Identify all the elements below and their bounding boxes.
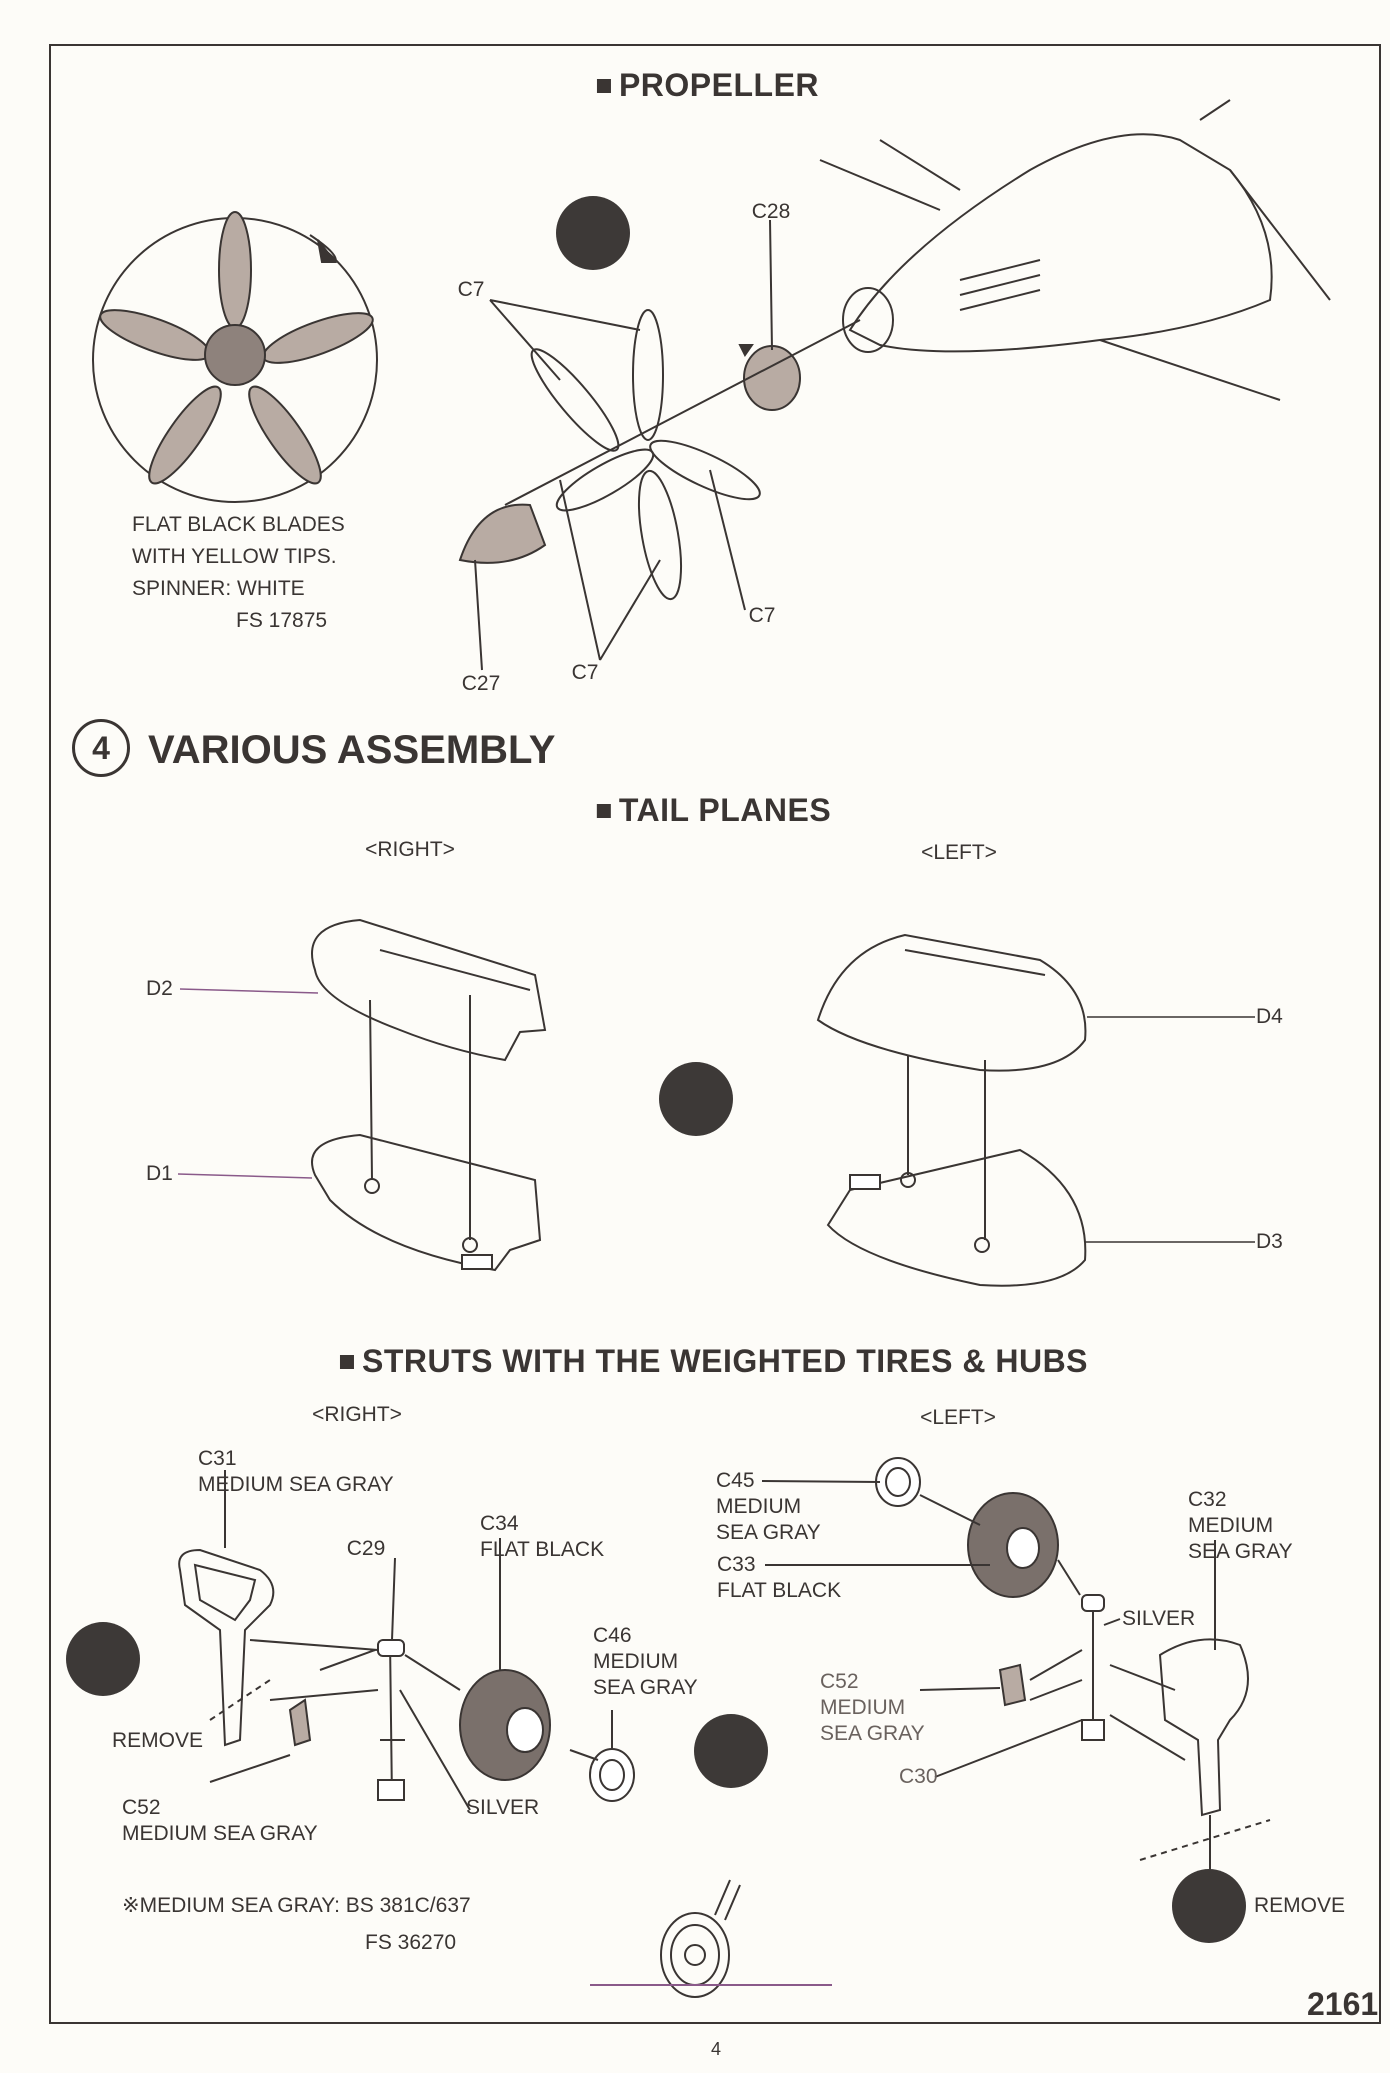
side-label-right: <RIGHT>	[365, 838, 455, 861]
part-label-c28: C28	[751, 200, 791, 223]
part-label-d2: D2	[146, 977, 173, 1000]
kit-number: 2161	[1307, 1986, 1379, 2022]
tail-plane-left-drawing	[816, 933, 1255, 1287]
part-label-c30: C30	[899, 1765, 938, 1788]
part-label-d1: D1	[146, 1162, 173, 1185]
remove-label: REMOVE	[1254, 1894, 1346, 1917]
strut-right-drawing	[178, 1470, 635, 1811]
part-label-c29: C29	[346, 1537, 386, 1560]
wheel-illustration	[590, 1879, 832, 1998]
side-label-left: <LEFT>	[920, 1406, 996, 1429]
strut-left-drawing	[761, 1457, 1271, 1870]
silver-label: SILVER	[466, 1796, 540, 1819]
color-note-line: WITH YELLOW TIPS.	[132, 545, 337, 568]
silver-label: SILVER	[1122, 1607, 1196, 1630]
aircraft-nose-drawing	[819, 99, 1331, 401]
section-title-propeller: PROPELLER	[597, 69, 819, 101]
paint-reference-note: ※MEDIUM SEA GRAY: BS 381C/637	[122, 1894, 471, 1917]
propeller-detail-view	[92, 211, 378, 503]
page-frame	[49, 44, 1381, 2024]
part-label-c7: C7	[748, 604, 776, 627]
color-note-line: SPINNER: WHITE	[132, 577, 305, 600]
glue-icon	[556, 196, 630, 270]
part-label-c27: C27	[461, 672, 501, 695]
part-label-c7: C7	[571, 661, 599, 684]
side-label-left: <LEFT>	[921, 841, 997, 864]
page-number: 4	[710, 2039, 722, 2059]
side-label-right: <RIGHT>	[312, 1403, 402, 1426]
knife-icon	[1172, 1869, 1246, 1943]
part-label-c7: C7	[457, 278, 485, 301]
glue-icon	[694, 1714, 768, 1788]
step-number: 4	[72, 719, 130, 777]
knife-icon	[66, 1622, 140, 1696]
remove-label: REMOVE	[112, 1729, 204, 1752]
propeller-exploded-drawing	[458, 219, 861, 671]
tail-plane-right-drawing	[177, 918, 547, 1272]
step-title: VARIOUS ASSEMBLY	[148, 728, 556, 772]
paint-reference-fs: FS 36270	[365, 1931, 457, 1954]
color-note-line: FLAT BLACK BLADES	[132, 513, 345, 536]
section-title-struts: STRUTS WITH THE WEIGHTED TIRES & HUBS	[340, 1345, 1088, 1377]
part-label-d4: D4	[1256, 1005, 1283, 1028]
color-note-line: FS 17875	[236, 609, 328, 632]
glue-icon	[659, 1062, 733, 1136]
part-label-d3: D3	[1256, 1230, 1283, 1253]
section-title-tail-planes: TAIL PLANES	[597, 794, 831, 826]
